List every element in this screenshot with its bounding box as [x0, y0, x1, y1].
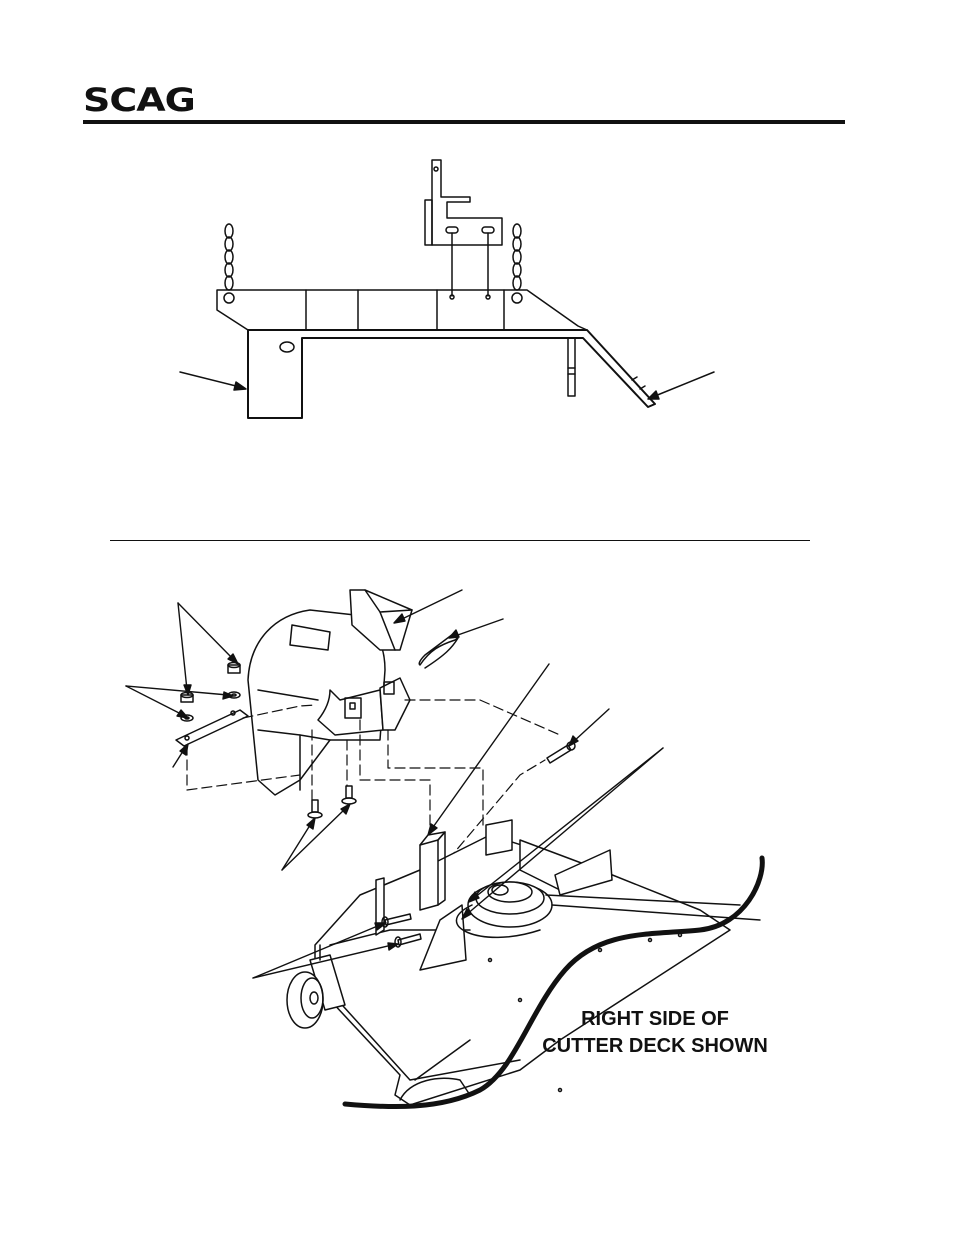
hairpin-clip [419, 634, 458, 668]
caption-line-2: CUTTER DECK SHOWN [520, 1033, 790, 1060]
figure-caption: RIGHT SIDE OF CUTTER DECK SHOWN [520, 1006, 790, 1060]
side-plate-hardware [176, 663, 248, 747]
caption-line-1: RIGHT SIDE OF [520, 1006, 790, 1033]
cutter-deck [287, 820, 760, 1105]
carriage-bolts [308, 786, 356, 818]
